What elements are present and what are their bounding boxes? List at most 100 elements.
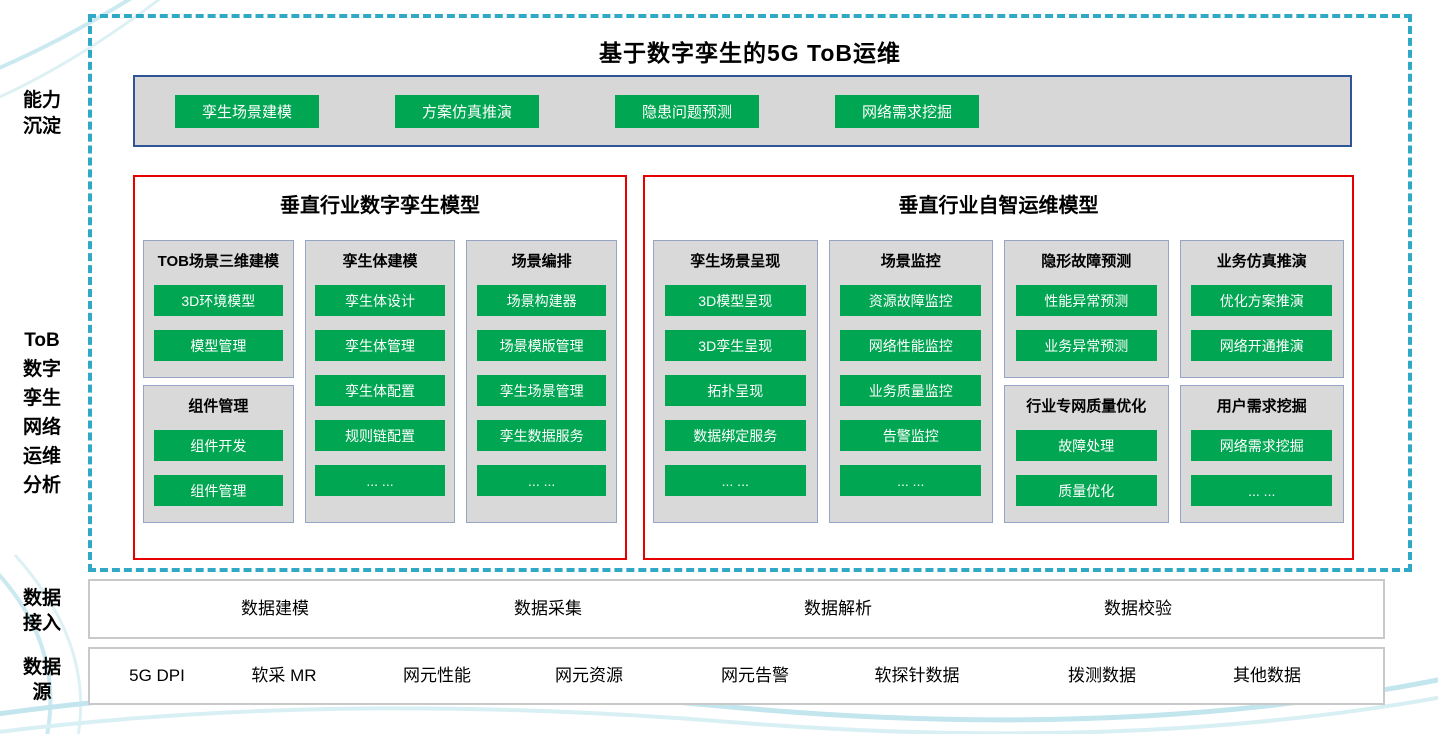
group-business-simulation-deduction: 业务仿真推演 优化方案推演 网络开通推演 xyxy=(1179,240,1344,378)
feature-chip: 孪生场景管理 xyxy=(477,375,607,406)
feature-chip: 网络开通推演 xyxy=(1191,330,1333,361)
group-twin-modeling: 孪生体建模 孪生体设计 孪生体管理 孪生体配置 规则链配置 ... ... xyxy=(304,240,456,523)
feature-chip: ... ... xyxy=(315,465,445,496)
group-header: 场景监控 xyxy=(880,253,941,270)
group-scene-monitoring: 场景监控 资源故障监控 网络性能监控 业务质量监控 告警监控 ... ... xyxy=(828,240,993,523)
main-dashed-frame: 基于数字孪生的5G ToB运维 孪生场景建模 方案仿真推演 隐患问题预测 网络需… xyxy=(88,14,1412,572)
feature-chip: 网络需求挖掘 xyxy=(1191,430,1333,461)
column-hidden-fault-prediction: 隐形故障预测 性能异常预测 业务异常预测 行业专网质量优化 故障处理 质量优化 xyxy=(1004,240,1169,523)
column-scene-monitoring: 场景监控 资源故障监控 网络性能监控 业务质量监控 告警监控 ... ... xyxy=(828,240,993,523)
data-source-row: 5G DPI 软采 MR 网元性能 网元资源 网元告警 软探针数据 拨测数据 其… xyxy=(88,647,1385,705)
group-twin-scene-presentation: 孪生场景呈现 3D模型呈现 3D孪生呈现 拓扑呈现 数据绑定服务 ... ... xyxy=(653,240,818,523)
feature-chip: ... ... xyxy=(477,465,607,496)
feature-chip: ... ... xyxy=(840,465,982,496)
feature-chip: 孪生数据服务 xyxy=(477,420,607,451)
label-line: 沉淀 xyxy=(22,116,61,137)
label-line: 孪生 xyxy=(22,388,61,409)
label-line: 能力 xyxy=(22,90,61,111)
column-tob-3d-modeling: TOB场景三维建模 3D环境模型 模型管理 组件管理 组件开发 组件管理 xyxy=(143,240,294,523)
diagram-title: 基于数字孪生的5G ToB运维 xyxy=(598,40,902,66)
group-header: 用户需求挖掘 xyxy=(1216,398,1307,415)
feature-chip: 孪生体配置 xyxy=(315,375,445,406)
label-line: 网络 xyxy=(22,417,61,438)
feature-chip: 拓扑呈现 xyxy=(664,375,806,406)
column-scene-orchestration: 场景编排 场景构建器 场景模版管理 孪生场景管理 孪生数据服务 ... ... xyxy=(466,240,618,523)
feature-chip: 组件管理 xyxy=(153,475,283,506)
data-access-item: 数据校验 xyxy=(1104,599,1172,618)
group-header: 组件管理 xyxy=(188,398,249,415)
capability-bar: 孪生场景建模 方案仿真推演 隐患问题预测 网络需求挖掘 xyxy=(133,75,1352,147)
feature-chip: 3D环境模型 xyxy=(153,285,283,316)
feature-chip: 模型管理 xyxy=(153,330,283,361)
data-source-item: 其他数据 xyxy=(1233,666,1301,685)
label-line: ToB xyxy=(24,330,60,351)
panel-title: 垂直行业自智运维模型 xyxy=(898,195,1099,217)
label-line: 分析 xyxy=(22,475,61,496)
data-access-item: 数据解析 xyxy=(804,599,872,618)
feature-chip: 孪生体设计 xyxy=(315,285,445,316)
group-industry-network-quality-optimization: 行业专网质量优化 故障处理 质量优化 xyxy=(1004,385,1169,523)
data-access-item: 数据建模 xyxy=(241,599,309,618)
feature-chip: 场景模版管理 xyxy=(477,330,607,361)
group-hidden-fault-prediction: 隐形故障预测 性能异常预测 业务异常预测 xyxy=(1004,240,1169,378)
feature-chip: 3D孪生呈现 xyxy=(664,330,806,361)
label-line: 接入 xyxy=(22,613,61,634)
side-label-data-access: 数据 接入 xyxy=(0,586,84,636)
feature-chip: 告警监控 xyxy=(840,420,982,451)
feature-chip: 组件开发 xyxy=(153,430,283,461)
group-user-demand-mining: 用户需求挖掘 网络需求挖掘 ... ... xyxy=(1179,385,1344,523)
capability-chip: 孪生场景建模 xyxy=(175,94,320,128)
data-source-item: 网元资源 xyxy=(555,666,623,685)
panel-columns: TOB场景三维建模 3D环境模型 模型管理 组件管理 组件开发 组件管理 孪生体… xyxy=(143,240,618,523)
column-twin-scene-presentation: 孪生场景呈现 3D模型呈现 3D孪生呈现 拓扑呈现 数据绑定服务 ... ... xyxy=(653,240,818,523)
side-label-tob-analysis: ToB 数字 孪生 网络 运维 分析 xyxy=(0,326,84,500)
panel-title: 垂直行业数字孪生模型 xyxy=(280,195,480,217)
group-component-management: 组件管理 组件开发 组件管理 xyxy=(143,385,294,523)
side-label-data-source: 数据 源 xyxy=(0,655,84,705)
feature-chip: 网络性能监控 xyxy=(840,330,982,361)
group-header: 隐形故障预测 xyxy=(1041,253,1132,270)
capability-chip: 隐患问题预测 xyxy=(615,94,760,128)
data-source-item: 软探针数据 xyxy=(874,666,960,685)
column-twin-modeling: 孪生体建模 孪生体设计 孪生体管理 孪生体配置 规则链配置 ... ... xyxy=(304,240,456,523)
panel-columns: 孪生场景呈现 3D模型呈现 3D孪生呈现 拓扑呈现 数据绑定服务 ... ...… xyxy=(653,240,1344,523)
column-business-simulation: 业务仿真推演 优化方案推演 网络开通推演 用户需求挖掘 网络需求挖掘 ... .… xyxy=(1179,240,1344,523)
group-header: 行业专网质量优化 xyxy=(1026,398,1147,415)
data-access-row: 数据建模 数据采集 数据解析 数据校验 xyxy=(88,579,1385,639)
group-header: TOB场景三维建模 xyxy=(157,253,280,270)
capability-chip: 方案仿真推演 xyxy=(395,94,540,128)
feature-chip: 优化方案推演 xyxy=(1191,285,1333,316)
data-source-item: 网元告警 xyxy=(721,666,789,685)
data-source-item: 拨测数据 xyxy=(1068,666,1136,685)
feature-chip: 规则链配置 xyxy=(315,420,445,451)
feature-chip: 资源故障监控 xyxy=(840,285,982,316)
group-header: 孪生场景呈现 xyxy=(690,253,781,270)
group-header: 业务仿真推演 xyxy=(1216,253,1307,270)
feature-chip: 业务质量监控 xyxy=(840,375,982,406)
panel-self-intelligent-ops-model: 垂直行业自智运维模型 孪生场景呈现 3D模型呈现 3D孪生呈现 拓扑呈现 数据绑… xyxy=(643,175,1354,560)
feature-chip: 场景构建器 xyxy=(477,285,607,316)
data-source-item: 5G DPI xyxy=(129,666,185,685)
feature-chip: 孪生体管理 xyxy=(315,330,445,361)
capability-chip: 网络需求挖掘 xyxy=(835,94,980,128)
label-line: 数据 xyxy=(22,657,61,678)
data-access-item: 数据采集 xyxy=(514,599,582,618)
data-source-item: 网元性能 xyxy=(403,666,471,685)
label-line: 运维 xyxy=(22,446,61,467)
label-line: 数据 xyxy=(22,588,61,609)
group-tob-scene-3d-modeling: TOB场景三维建模 3D环境模型 模型管理 xyxy=(143,240,294,378)
label-line: 数字 xyxy=(22,359,61,380)
label-line: 源 xyxy=(32,682,52,703)
group-header: 孪生体建模 xyxy=(342,253,418,270)
feature-chip: 质量优化 xyxy=(1015,475,1157,506)
feature-chip: 故障处理 xyxy=(1015,430,1157,461)
feature-chip: ... ... xyxy=(1191,475,1333,506)
feature-chip: 3D模型呈现 xyxy=(664,285,806,316)
feature-chip: 数据绑定服务 xyxy=(664,420,806,451)
feature-chip: 业务异常预测 xyxy=(1015,330,1157,361)
group-header: 场景编排 xyxy=(511,253,572,270)
feature-chip: ... ... xyxy=(664,465,806,496)
data-source-item: 软采 MR xyxy=(251,666,317,685)
feature-chip: 性能异常预测 xyxy=(1015,285,1157,316)
